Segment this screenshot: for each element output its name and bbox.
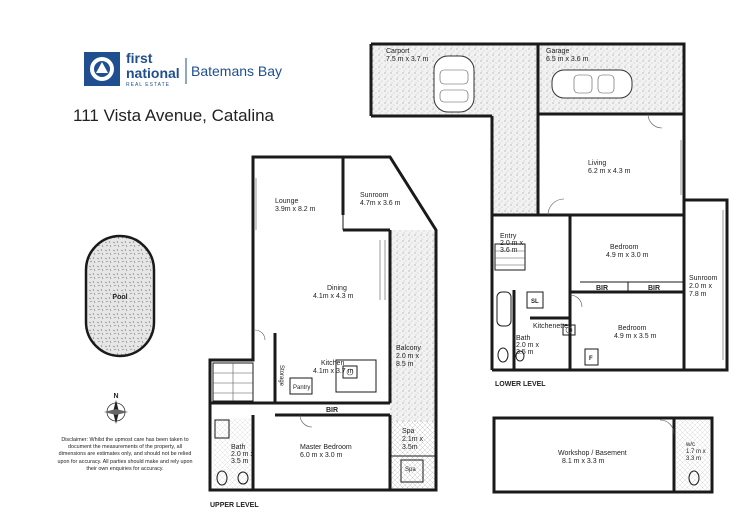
disclaimer-text: Disclaimer: Whilst the upmost care has b… xyxy=(57,437,193,472)
bedroom-2-name: Bedroom xyxy=(618,325,647,332)
sunroom-upper-size: 4.7m x 3.6 m xyxy=(360,200,401,207)
toilet-upper xyxy=(216,470,228,486)
workshop-name: Workshop / Basement xyxy=(558,450,627,457)
logo-text-national: national xyxy=(126,65,180,81)
spa-area-name: Spa xyxy=(402,428,415,435)
property-address: 111 Vista Avenue, Catalina xyxy=(73,106,275,125)
lounge-size: 3.9m x 8.2 m xyxy=(275,206,316,213)
entry-size-b: 3.6 m xyxy=(500,247,518,254)
bath-upper-size-b: 3.5 m xyxy=(231,458,249,465)
bedroom-1-name: Bedroom xyxy=(610,244,639,251)
carport-name: Carport xyxy=(386,48,409,55)
spa-area-size-b: 3.5m xyxy=(402,444,418,451)
sunroom-upper-name: Sunroom xyxy=(360,192,389,199)
upper-level-label: UPPER LEVEL xyxy=(210,502,259,509)
master-bedroom-name: Master Bedroom xyxy=(300,444,352,451)
kitchen-size: 4.1m x 3.7 m xyxy=(313,368,354,375)
dining-size: 4.1m x 4.3 m xyxy=(313,293,354,300)
compass-label: N xyxy=(113,393,118,400)
master-bedroom-size: 6.0 m x 3.0 m xyxy=(300,452,343,459)
spa-label: Spa xyxy=(405,467,416,473)
garage-name: Garage xyxy=(546,48,569,55)
pool-label: Pool xyxy=(112,294,127,301)
kitchenette-name: Kitchenette xyxy=(533,323,568,330)
car-icon-garage xyxy=(551,69,633,99)
wc-name: w/c xyxy=(685,442,695,448)
spa-tub xyxy=(400,459,424,483)
sunroom-lower-size-b: 7.8 m xyxy=(689,291,707,298)
shower-upper xyxy=(214,419,230,439)
bir-lower-1-label: BIR xyxy=(596,285,608,292)
sl-box xyxy=(526,291,544,309)
lounge-name: Lounge xyxy=(275,198,298,205)
bath-lower-name: Bath xyxy=(516,335,531,342)
company-logo: first national REAL ESTATE Batemans Bay xyxy=(84,50,282,88)
balcony-size-a: 2.0 m x xyxy=(396,353,419,360)
fridge-label: F xyxy=(589,356,593,362)
carport-size: 7.5 m x 3.7 m xyxy=(386,56,429,63)
living-size: 6.2 m x 4.3 m xyxy=(588,168,631,175)
wc-size-b: 3.3 m xyxy=(686,456,701,462)
living-name: Living xyxy=(588,160,606,167)
kitchen-name: Kitchen xyxy=(321,360,344,367)
bath-lower-size-a: 2.0 m x xyxy=(516,342,539,349)
upper-level-plan xyxy=(208,155,438,492)
fridge-box xyxy=(584,348,599,366)
sunroom-lower-outline xyxy=(682,198,729,372)
bath-upper-size-a: 2.0 m x xyxy=(231,451,254,458)
logo-text-first: first xyxy=(126,50,153,66)
bir-lower-2-label: BIR xyxy=(648,285,660,292)
bedroom-1-size: 4.9 m x 3.0 m xyxy=(606,252,649,259)
pool: Pool xyxy=(84,234,156,358)
pantry-outline xyxy=(289,377,313,395)
spa-area-size-a: 2.1m x xyxy=(402,436,424,443)
sunroom-lower-name: Sunroom xyxy=(689,275,718,282)
toilet-lower xyxy=(497,347,509,363)
lower-stairs xyxy=(494,243,526,271)
pantry-label: Pantry xyxy=(293,385,310,391)
workshop-size: 8.1 m x 3.3 m xyxy=(562,458,605,465)
balcony-name: Balcony xyxy=(396,345,421,352)
bedroom-2-size: 4.9 m x 3.5 m xyxy=(614,333,657,340)
bathtub-lower xyxy=(496,291,512,327)
sl-label: SL xyxy=(531,299,539,305)
compass-icon: N xyxy=(104,393,128,424)
bath-upper-name: Bath xyxy=(231,444,246,451)
office-name: Batemans Bay xyxy=(191,63,282,79)
lower-level-plan xyxy=(369,42,729,372)
toilet-wc xyxy=(688,470,700,486)
balcony-size-b: 8.5 m xyxy=(396,361,414,368)
kitchen-bench xyxy=(335,359,377,393)
entry-name: Entry xyxy=(500,233,517,240)
sunroom-lower-size-a: 2.0 m x xyxy=(689,283,712,290)
basin-upper xyxy=(237,471,249,485)
logo-text-sub: REAL ESTATE xyxy=(126,82,170,88)
garage-size: 6.5 m x 3.6 m xyxy=(546,56,589,63)
entry-size-a: 2.0 m x xyxy=(500,240,523,247)
dining-name: Dining xyxy=(327,285,347,292)
car-icon-carport xyxy=(433,55,475,113)
bath-lower-size-b: 3.5 m xyxy=(516,349,534,356)
workshop-plan xyxy=(492,416,714,494)
wc-size-a: 1.7 m x xyxy=(686,449,706,455)
storage-label: Storage xyxy=(278,365,284,387)
bir-upper-label: BIR xyxy=(326,407,338,414)
lower-level-label: LOWER LEVEL xyxy=(495,381,546,388)
